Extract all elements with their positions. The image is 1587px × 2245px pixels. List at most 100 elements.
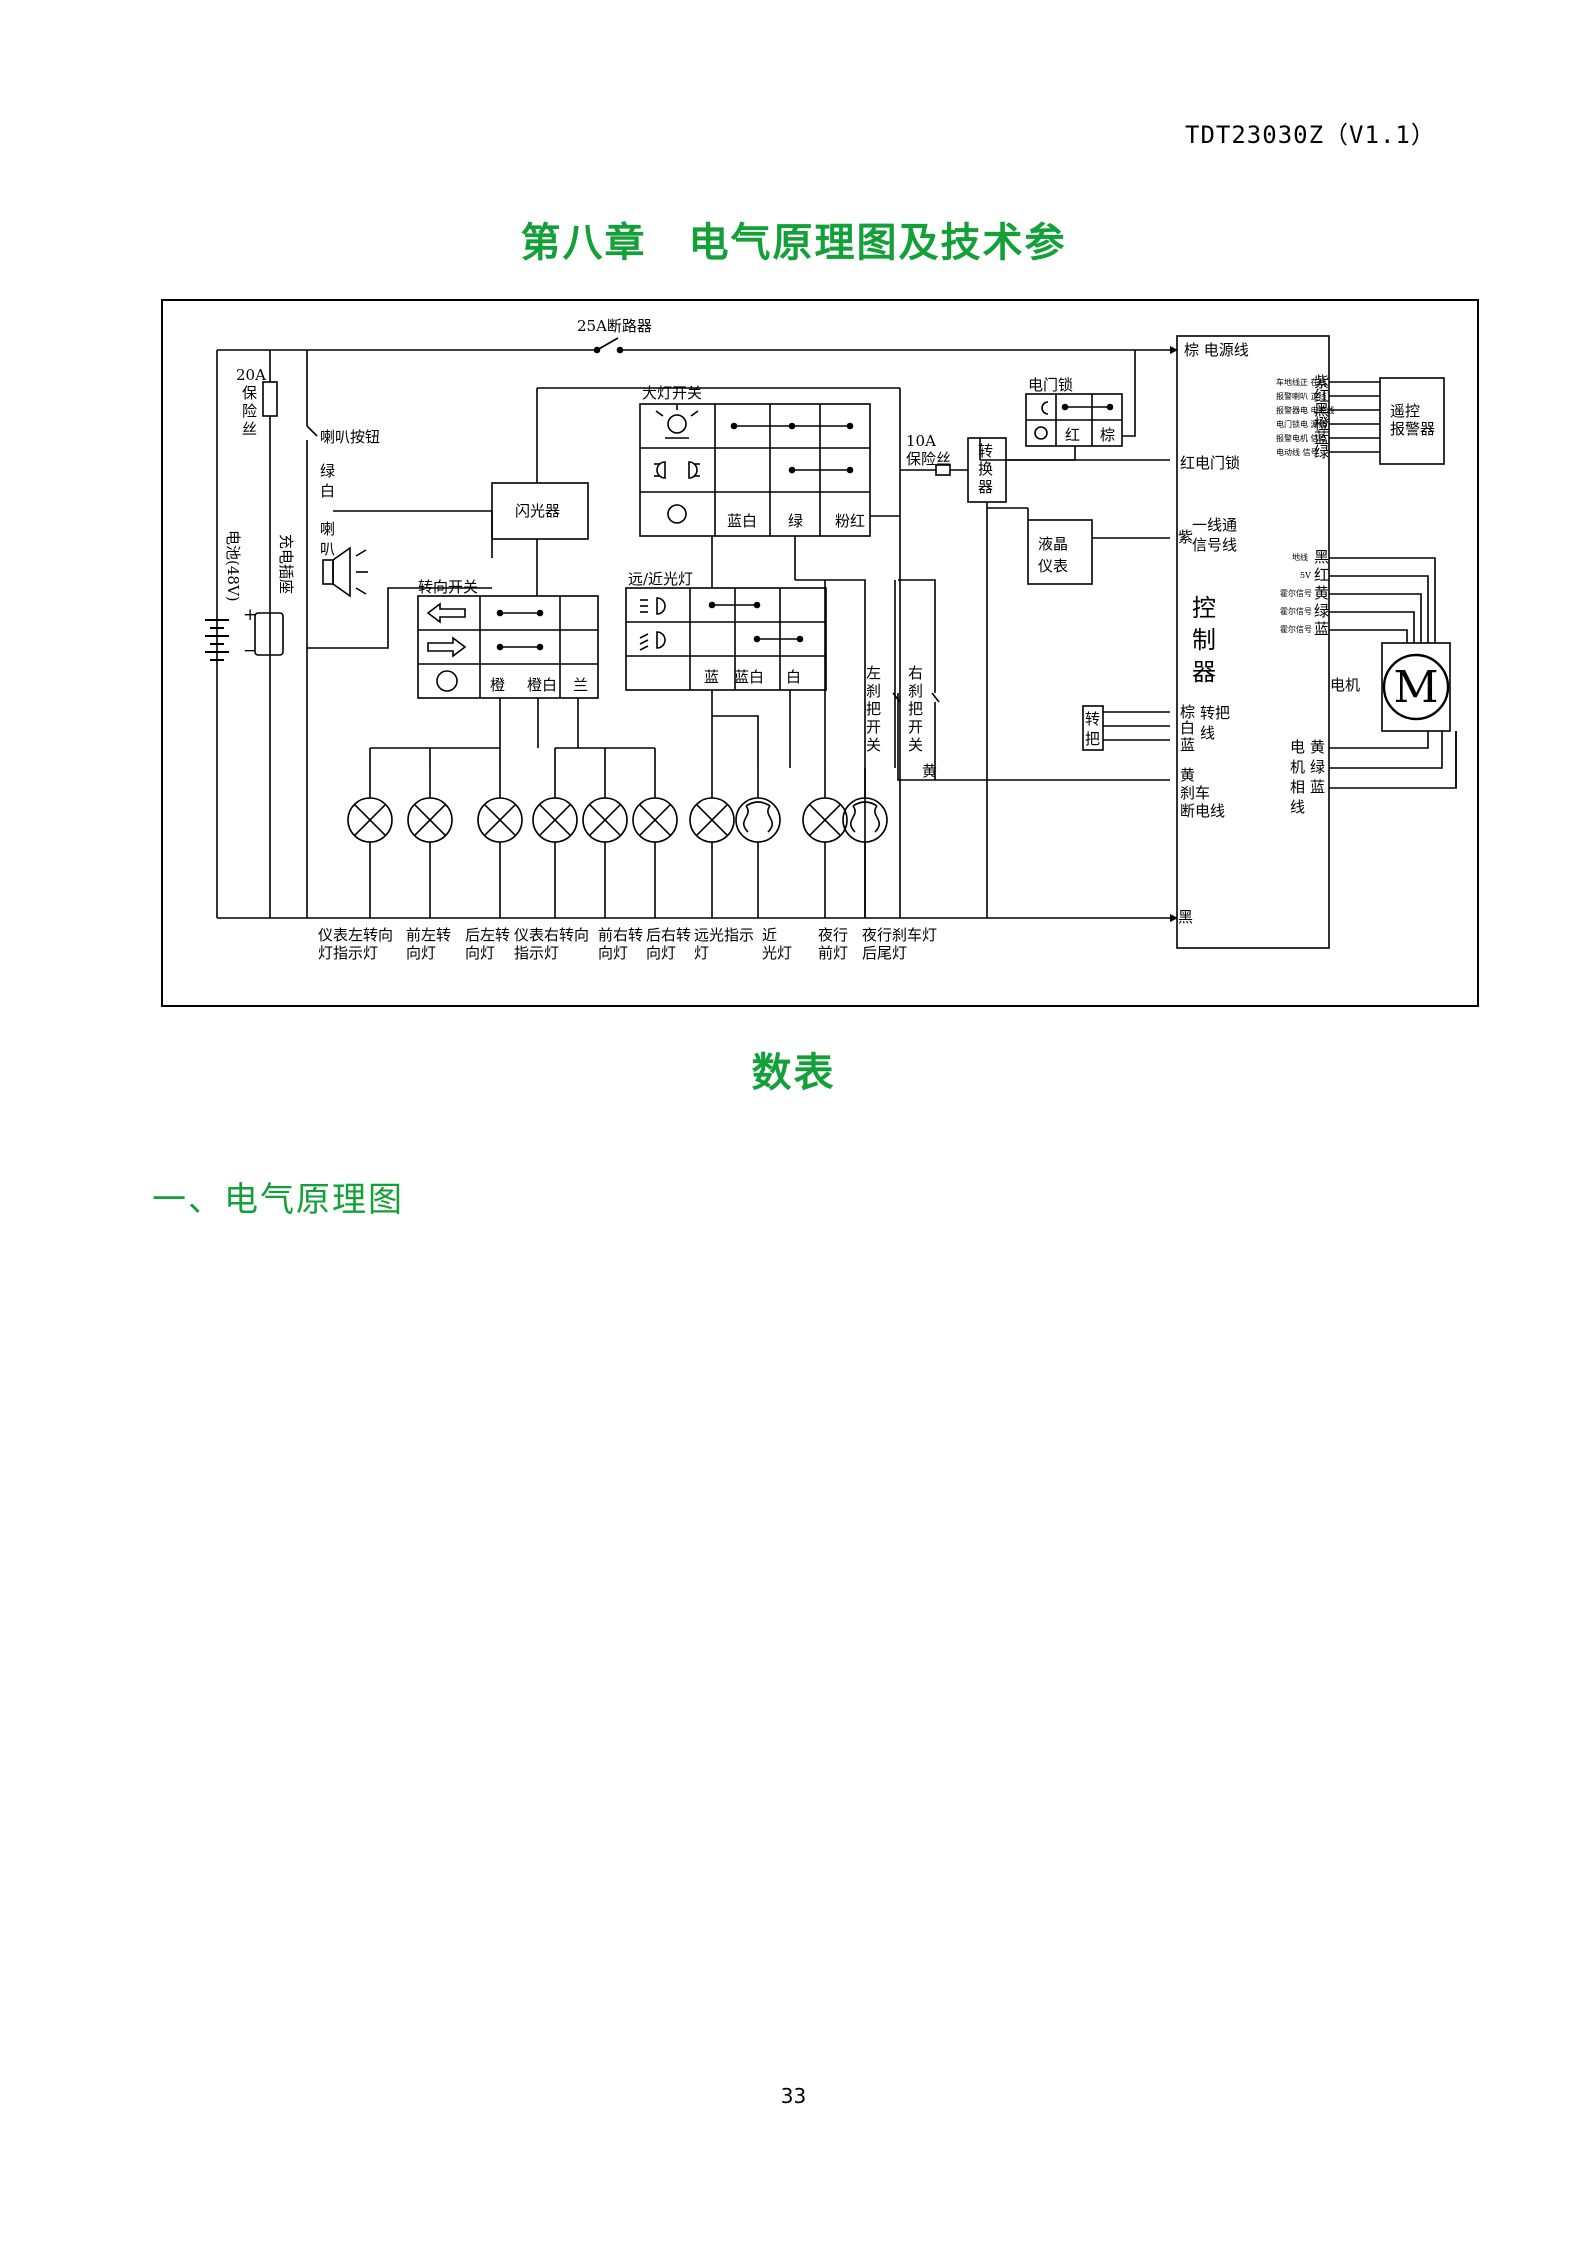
svg-text:绿: 绿 bbox=[788, 512, 803, 530]
hi-lo-switch-label: 远/近光灯 bbox=[628, 570, 693, 588]
svg-text:仪表右转向: 仪表右转向 bbox=[514, 926, 589, 944]
neutral-circle-icon bbox=[436, 670, 458, 692]
svg-text:转: 转 bbox=[978, 442, 993, 460]
svg-text:指示灯: 指示灯 bbox=[514, 944, 559, 962]
svg-text:绿: 绿 bbox=[1314, 602, 1329, 620]
low-beam-icon bbox=[639, 631, 666, 651]
svg-text:把: 把 bbox=[866, 700, 881, 718]
battery-label: 电池(48V) bbox=[224, 530, 242, 602]
svg-text:前灯: 前灯 bbox=[818, 944, 848, 962]
svg-text:霍尔信号: 霍尔信号 bbox=[1280, 606, 1312, 616]
svg-text:换: 换 bbox=[978, 460, 993, 478]
svg-text:光灯: 光灯 bbox=[762, 944, 792, 962]
page-number: 33 bbox=[780, 2084, 807, 2108]
svg-text:紫: 紫 bbox=[1314, 373, 1329, 391]
svg-text:蓝: 蓝 bbox=[1180, 736, 1195, 754]
electrical-schematic: 25A断路器 电池(48V) 20A 保 险 丝 + − 充电插座 喇叭按钮 绿… bbox=[161, 299, 1479, 1007]
svg-text:蓝白: 蓝白 bbox=[727, 512, 757, 530]
turn-switch-box bbox=[417, 595, 599, 699]
horn-symbol bbox=[322, 546, 368, 598]
schematic-frame bbox=[161, 299, 1479, 1007]
chapter-title-continued: 数表 bbox=[751, 1050, 836, 1096]
left-arrow-icon bbox=[426, 602, 466, 624]
headlight-switch-label: 大灯开关 bbox=[642, 384, 702, 402]
off-circle-icon bbox=[667, 504, 687, 524]
lamp-9 bbox=[842, 768, 888, 918]
svg-text:前左转: 前左转 bbox=[406, 926, 451, 944]
svg-text:黄: 黄 bbox=[1314, 584, 1329, 602]
svg-text:前右转: 前右转 bbox=[598, 926, 643, 944]
svg-text:信号线: 信号线 bbox=[1192, 536, 1237, 554]
svg-text:遥控: 遥控 bbox=[1390, 402, 1420, 420]
fuse-10a bbox=[935, 464, 951, 476]
svg-text:开: 开 bbox=[866, 718, 881, 736]
svg-text:断电线: 断电线 bbox=[1180, 802, 1225, 820]
svg-text:霍尔信号: 霍尔信号 bbox=[1280, 624, 1312, 634]
svg-text:紫: 紫 bbox=[1178, 528, 1193, 546]
lamp-label-0b: 灯指示灯 bbox=[318, 944, 378, 962]
motor-symbol bbox=[1382, 653, 1450, 721]
svg-text:把: 把 bbox=[908, 700, 923, 718]
svg-text:刹: 刹 bbox=[908, 682, 923, 700]
controller-label: 控 bbox=[1192, 594, 1216, 622]
svg-text:远光指示: 远光指示 bbox=[694, 926, 754, 944]
svg-text:蓝: 蓝 bbox=[1314, 620, 1329, 638]
svg-text:向灯: 向灯 bbox=[646, 944, 676, 962]
svg-text:转把: 转把 bbox=[1200, 704, 1230, 722]
svg-text:电门锁电 源线: 电门锁电 源线 bbox=[1276, 419, 1327, 429]
motor-housing bbox=[1381, 642, 1451, 732]
svg-text:后左转: 后左转 bbox=[465, 926, 510, 944]
svg-text:保: 保 bbox=[242, 384, 257, 402]
controller-power-label: 棕 电源线 bbox=[1184, 341, 1249, 359]
svg-text:红: 红 bbox=[1314, 387, 1329, 405]
svg-text:液晶: 液晶 bbox=[1038, 535, 1068, 553]
svg-text:橙: 橙 bbox=[1314, 415, 1329, 433]
breaker-label: 25A断路器 bbox=[577, 317, 652, 335]
svg-text:一线通: 一线通 bbox=[1192, 516, 1237, 534]
door-lock-label: 电门锁 bbox=[1028, 376, 1073, 394]
svg-text:蓝: 蓝 bbox=[704, 668, 719, 686]
svg-text:白: 白 bbox=[1180, 719, 1195, 737]
svg-text:险: 险 bbox=[242, 402, 257, 420]
lamp-6 bbox=[689, 768, 735, 918]
svg-text:黄: 黄 bbox=[1310, 738, 1325, 756]
svg-text:关: 关 bbox=[866, 736, 881, 754]
svg-text:黄: 黄 bbox=[1180, 766, 1195, 784]
flasher-label: 闪光器 bbox=[515, 502, 560, 520]
throttle-box bbox=[1082, 705, 1104, 751]
turn-switch-label: 转向开关 bbox=[418, 578, 478, 596]
svg-text:把: 把 bbox=[1085, 730, 1100, 748]
svg-text:红电门锁: 红电门锁 bbox=[1180, 454, 1240, 472]
svg-text:报警器: 报警器 bbox=[1390, 420, 1435, 438]
lamp-label-0a: 仪表左转向 bbox=[318, 926, 393, 944]
svg-text:兰: 兰 bbox=[573, 676, 588, 694]
svg-text:5V: 5V bbox=[1300, 571, 1311, 580]
svg-text:橙: 橙 bbox=[490, 676, 505, 694]
svg-text:近: 近 bbox=[762, 926, 777, 944]
lamp-8 bbox=[802, 768, 848, 918]
svg-text:仪表: 仪表 bbox=[1038, 557, 1068, 575]
svg-text:叭: 叭 bbox=[320, 540, 335, 558]
svg-text:粉红: 粉红 bbox=[835, 512, 865, 530]
lamp-3 bbox=[532, 768, 578, 918]
svg-text:制: 制 bbox=[1192, 626, 1216, 654]
svg-text:电动线 信号: 电动线 信号 bbox=[1276, 447, 1319, 457]
svg-text:关: 关 bbox=[908, 736, 923, 754]
horn-button-label: 喇叭按钮 bbox=[320, 428, 380, 446]
svg-text:线: 线 bbox=[1200, 724, 1215, 742]
left-brake-switch bbox=[892, 692, 901, 703]
svg-text:白: 白 bbox=[786, 668, 801, 686]
svg-text:绿: 绿 bbox=[1314, 443, 1329, 461]
svg-text:转: 转 bbox=[1085, 710, 1100, 728]
svg-text:红: 红 bbox=[1065, 426, 1080, 444]
svg-text:相: 相 bbox=[1290, 778, 1305, 796]
svg-text:报警喇叭 正线: 报警喇叭 正线 bbox=[1276, 391, 1327, 401]
svg-text:绿: 绿 bbox=[320, 462, 335, 480]
lamp-0 bbox=[347, 768, 393, 918]
svg-text:器: 器 bbox=[1192, 658, 1216, 686]
svg-text:M: M bbox=[1393, 662, 1438, 713]
right-brake-switch bbox=[931, 692, 940, 703]
svg-text:夜行刹车灯: 夜行刹车灯 bbox=[862, 926, 937, 944]
svg-text:灯: 灯 bbox=[694, 944, 709, 962]
headlight-switch-box bbox=[639, 403, 871, 537]
